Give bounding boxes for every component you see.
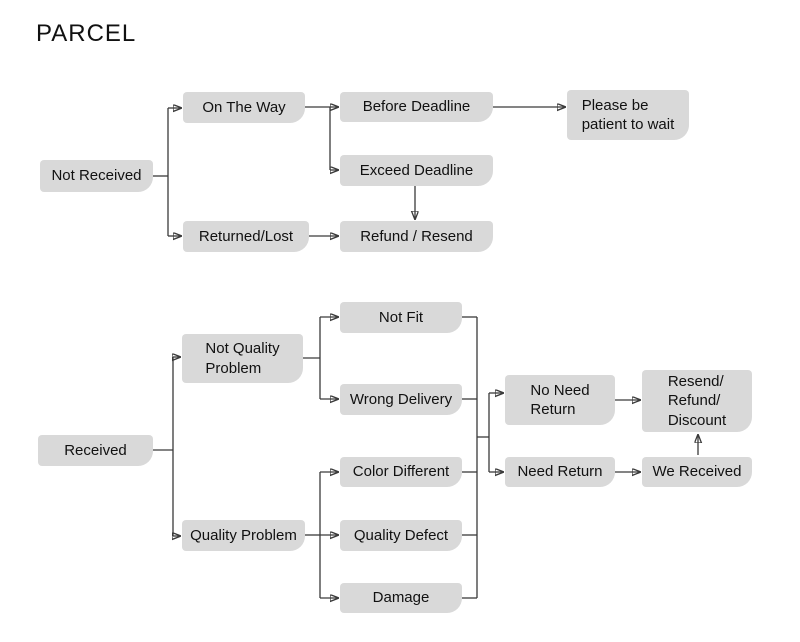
node-need-return: Need Return — [505, 457, 615, 487]
node-resend-refund-discount: Resend/ Refund/ Discount — [642, 370, 752, 432]
node-before-deadline: Before Deadline — [340, 92, 493, 122]
node-quality-defect: Quality Defect — [340, 520, 462, 551]
node-please-wait: Please be patient to wait — [567, 90, 689, 140]
node-not-fit: Not Fit — [340, 302, 462, 333]
node-no-need-return: No Need Return — [505, 375, 615, 425]
node-received: Received — [38, 435, 153, 466]
node-color-different: Color Different — [340, 457, 462, 487]
node-exceed-deadline: Exceed Deadline — [340, 155, 493, 186]
page-title: PARCEL — [36, 20, 137, 47]
node-refund-resend: Refund / Resend — [340, 221, 493, 252]
node-on-the-way: On The Way — [183, 92, 305, 123]
node-wrong-delivery: Wrong Delivery — [340, 384, 462, 415]
node-returned-lost: Returned/Lost — [183, 221, 309, 252]
node-we-received: We Received — [642, 457, 752, 487]
node-not-received: Not Received — [40, 160, 153, 192]
node-quality-problem: Quality Problem — [182, 520, 305, 551]
node-not-quality-problem: Not Quality Problem — [182, 334, 303, 383]
node-damage: Damage — [340, 583, 462, 613]
